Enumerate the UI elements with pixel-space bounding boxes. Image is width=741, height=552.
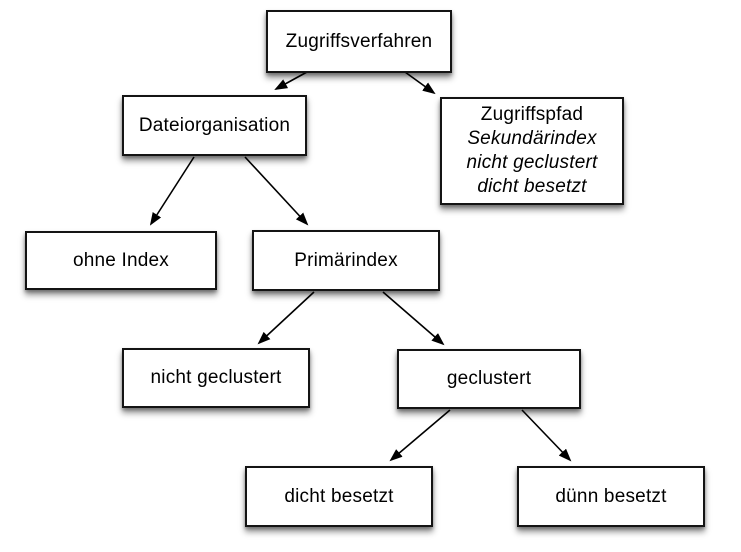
edge-primaerindex-nicht-geclustert bbox=[257, 291, 315, 345]
edge-zugriffsverfahren-dateiorganisation bbox=[274, 71, 308, 90]
node-zugriffsverfahren: Zugriffsverfahren bbox=[266, 10, 452, 73]
edge-dateiorganisation-ohne-index bbox=[149, 156, 195, 226]
edge-primaerindex-geclustert bbox=[382, 291, 445, 346]
node-primaerindex: Primärindex bbox=[252, 230, 440, 291]
edge-geclustert-duenn-besetzt bbox=[521, 409, 572, 462]
node-label-line: nicht geclustert bbox=[466, 152, 598, 173]
edge-zugriffsverfahren-zugriffspfad bbox=[404, 71, 436, 95]
node-duenn-besetzt: dünn besetzt bbox=[517, 466, 705, 527]
node-dicht-besetzt: dicht besetzt bbox=[245, 466, 433, 527]
node-label-line: dicht besetzt bbox=[477, 176, 587, 197]
node-dateiorganisation: Dateiorganisation bbox=[122, 95, 307, 156]
node-zugriffspfad: Zugriffspfad Sekundärindex nicht geclust… bbox=[440, 97, 624, 205]
edge-dateiorganisation-primaerindex bbox=[244, 156, 309, 226]
node-geclustert: geclustert bbox=[397, 349, 581, 409]
node-label-line: Zugriffspfad bbox=[480, 104, 584, 125]
node-ohne-index: ohne Index bbox=[25, 231, 217, 290]
node-label: geclustert bbox=[446, 368, 532, 389]
node-label: dünn besetzt bbox=[555, 485, 667, 507]
node-label: nicht geclustert bbox=[150, 367, 282, 388]
edge-geclustert-dicht-besetzt bbox=[389, 409, 451, 462]
node-nicht-geclustert: nicht geclustert bbox=[122, 348, 310, 408]
node-label: ohne Index bbox=[72, 249, 170, 271]
node-label-line: Sekundärindex bbox=[467, 128, 597, 149]
node-label: Primärindex bbox=[294, 249, 398, 271]
node-label: Zugriffsverfahren bbox=[285, 30, 433, 52]
node-label: dicht besetzt bbox=[284, 485, 394, 507]
node-label: Dateiorganisation bbox=[138, 114, 291, 136]
